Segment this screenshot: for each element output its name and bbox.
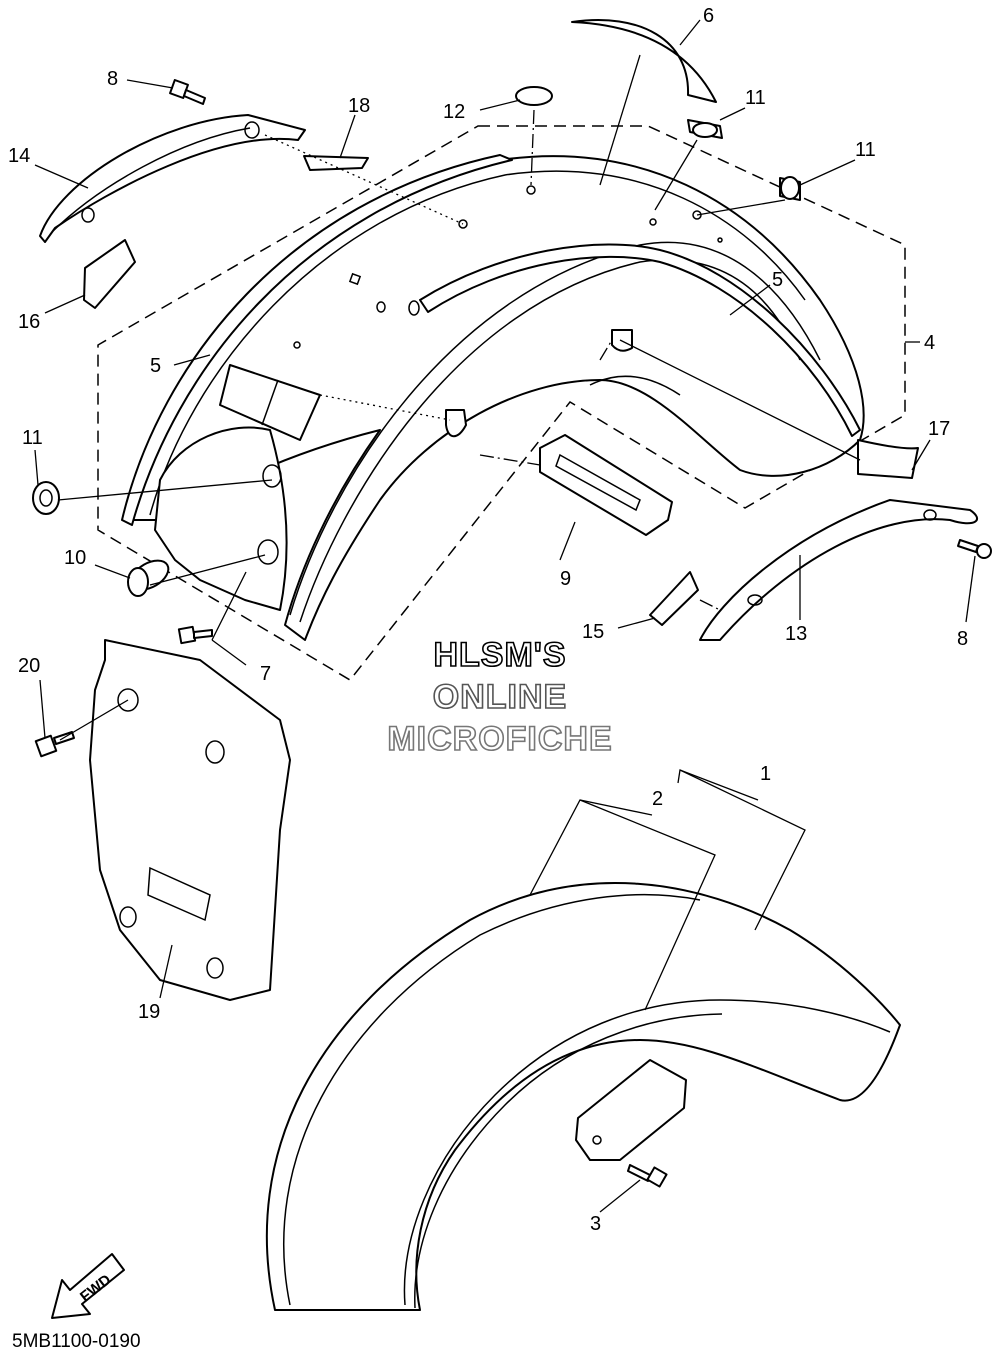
part-11-grommet-right xyxy=(779,176,801,201)
part-3-bolt xyxy=(627,1164,668,1188)
diagram-code: 5MB1100-0190 xyxy=(12,1331,141,1352)
callout-10: 10 xyxy=(64,547,86,569)
part-7-bolt xyxy=(177,625,213,645)
part-6-flap xyxy=(571,19,717,103)
callout-1: 1 xyxy=(760,763,771,785)
callout-17: 17 xyxy=(928,418,950,440)
watermark-line-3: MICROFICHE xyxy=(387,720,612,758)
fwd-arrow-icon: FWD xyxy=(51,1253,125,1319)
callout-2: 2 xyxy=(652,788,663,810)
watermark-line-2: ONLINE xyxy=(433,678,567,716)
callout-4: 4 xyxy=(924,332,935,354)
watermark: HLSM'S ONLINE MICROFICHE xyxy=(387,635,613,759)
front-fender xyxy=(265,882,901,1311)
part-9-reflector xyxy=(539,434,673,536)
callout-11-right: 11 xyxy=(855,139,876,161)
front-fender-callout-brackets xyxy=(529,769,806,1011)
part-15-pad xyxy=(649,571,699,626)
callout-19: 19 xyxy=(138,1001,160,1023)
rear-fender-assembly-outline xyxy=(97,125,906,681)
stripe-left xyxy=(121,154,513,526)
callout-13: 13 xyxy=(785,623,807,645)
callout-labels: 1 2 3 4 5 5 6 7 8 8 9 10 11 11 11 12 13 … xyxy=(8,5,968,1235)
part-18-pad xyxy=(303,155,369,171)
part-11-grommet-top xyxy=(687,119,723,139)
callout-8-top: 8 xyxy=(107,68,118,90)
part-17-trim xyxy=(857,439,919,479)
callout-18: 18 xyxy=(348,95,370,117)
part-10-grommet xyxy=(127,559,170,597)
callout-7: 7 xyxy=(260,663,271,685)
callout-15: 15 xyxy=(582,621,604,643)
rear-fender xyxy=(129,155,865,641)
callout-14: 14 xyxy=(8,145,30,167)
callout-5-left: 5 xyxy=(150,355,161,377)
fender-clip-left xyxy=(445,409,467,438)
rear-fender-side-plate xyxy=(154,426,288,611)
part-13-rail xyxy=(699,499,978,641)
part-16-pad xyxy=(83,239,136,309)
callout-16: 16 xyxy=(18,311,40,333)
callout-11-top: 11 xyxy=(745,87,766,109)
callout-6: 6 xyxy=(703,5,714,27)
part-14-rail xyxy=(39,114,306,243)
callout-9: 9 xyxy=(560,568,571,590)
fender-mount-holes xyxy=(293,185,723,349)
part-11-grommet-left xyxy=(32,481,60,515)
part-19-inner-cover xyxy=(89,639,291,1001)
part-8-bolt-top xyxy=(169,79,206,105)
stripe-right xyxy=(419,243,861,437)
part-12-cap xyxy=(515,86,553,106)
callout-11-left: 11 xyxy=(22,427,43,449)
callout-12: 12 xyxy=(443,101,465,123)
callout-3: 3 xyxy=(590,1213,601,1235)
watermark-line-1: HLSM'S xyxy=(433,636,566,674)
callout-20: 20 xyxy=(18,655,40,677)
callout-5-right: 5 xyxy=(772,269,783,291)
callout-8-right: 8 xyxy=(957,628,968,650)
front-fender-bracket xyxy=(575,1059,687,1161)
part-8-bolt-right xyxy=(957,539,992,559)
leader-lines xyxy=(34,19,976,1213)
